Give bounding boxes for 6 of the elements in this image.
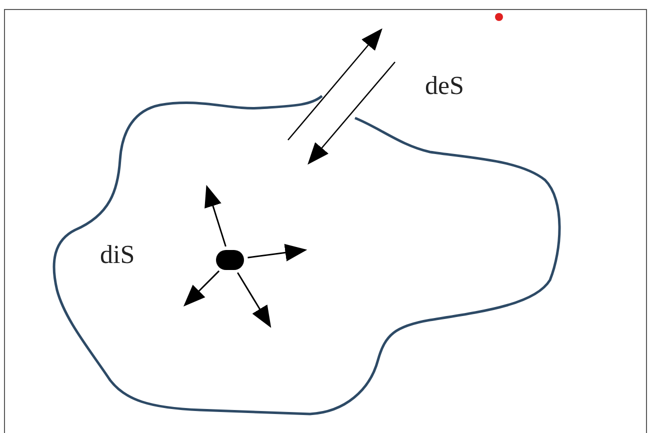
system-label: diS xyxy=(100,242,135,268)
arrow xyxy=(248,244,308,262)
flow-label: deS xyxy=(425,73,464,99)
arrow xyxy=(204,184,226,247)
arrow xyxy=(183,270,220,307)
arrow xyxy=(237,272,272,328)
